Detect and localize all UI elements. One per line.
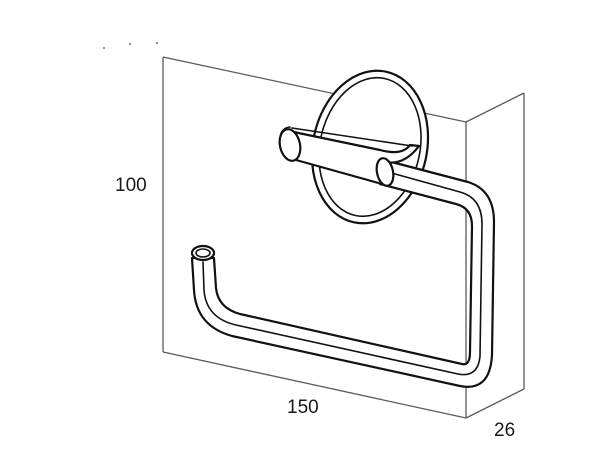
top-bracket: [278, 126, 421, 187]
rod-end-cap: [190, 244, 216, 262]
bounding-box: [162, 56, 525, 419]
width-dimension-label: 150: [287, 397, 319, 418]
depth-dimension-label: 26: [494, 420, 515, 441]
height-dimension-label: 100: [115, 175, 147, 196]
stray-marks: [103, 42, 158, 49]
